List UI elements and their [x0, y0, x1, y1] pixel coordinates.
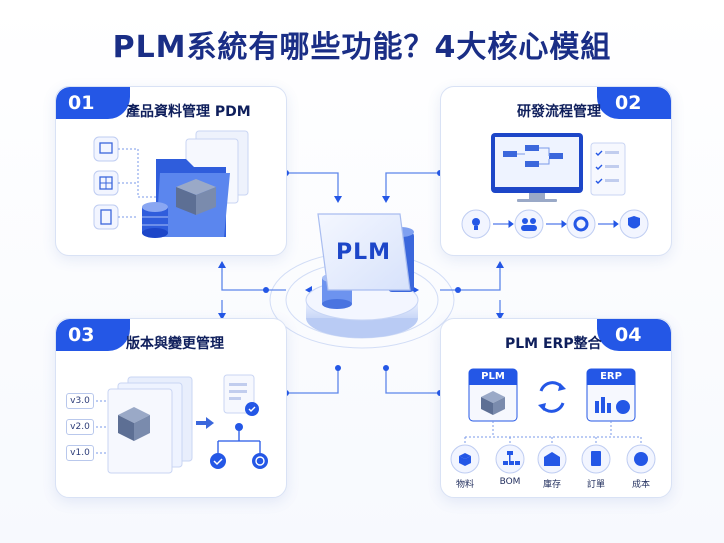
module-number: 01 — [56, 87, 130, 119]
sync-status-icon — [252, 453, 268, 469]
flow-step-icons — [461, 209, 649, 239]
module-title: 版本與變更管理 — [126, 336, 224, 352]
item-label-inventory: 庫存 — [542, 480, 561, 490]
monitor-icon — [491, 133, 583, 202]
plm-panel — [317, 213, 411, 291]
module-card-version-change: 03 版本與變更管理 v3.0 v2.0 v1.0 — [55, 318, 287, 498]
version-tag: v2.0 — [66, 419, 94, 435]
branch-node-icon — [235, 423, 243, 431]
version-stack-icon — [107, 376, 193, 474]
version-illustration — [92, 374, 268, 474]
cost-coin-icon — [616, 400, 630, 414]
integration-illustration — [450, 368, 656, 474]
item-label-bom: BOM — [499, 477, 521, 487]
item-label-orders: 訂單 — [586, 480, 605, 490]
hub-platform — [305, 213, 419, 338]
module-title: 產品資料管理 PDM — [126, 104, 251, 120]
module-card-pdm: 01 產品資料管理 PDM — [55, 86, 287, 256]
rd-illustration — [461, 133, 649, 239]
erp-tag: ERP — [587, 369, 635, 385]
module-card-plm-erp: 04 PLM ERP整合 PLM ERP 物料 BOM — [440, 318, 672, 498]
database-icon — [142, 202, 168, 238]
cube-part-icon — [176, 179, 216, 215]
arrow-right-icon — [196, 417, 214, 429]
module-number: 03 — [56, 319, 130, 351]
version-tag: v1.0 — [66, 445, 94, 461]
warehouse-icon — [544, 452, 560, 466]
plm-tag: PLM — [469, 369, 517, 385]
page-title: PLM系統有哪些功能？4大核心模組 — [112, 30, 612, 65]
pdm-illustration — [93, 130, 249, 238]
document-file-icon — [93, 204, 119, 230]
cost-icon — [634, 452, 648, 466]
version-tag: v3.0 — [66, 393, 94, 409]
order-document-icon — [591, 451, 601, 466]
item-label-material: 物料 — [455, 480, 474, 490]
branch-tree-icon — [217, 429, 261, 453]
module-title: 研發流程管理 — [517, 104, 601, 120]
item-label-cost: 成本 — [631, 480, 650, 490]
module-number: 04 — [597, 319, 671, 351]
change-document-icon — [223, 374, 259, 416]
module-card-rd-process: 02 研發流程管理 — [440, 86, 672, 256]
image-file-icon — [93, 136, 119, 162]
bar-chart-icon — [595, 397, 611, 413]
module-number: 02 — [597, 87, 671, 119]
module-title: PLM ERP整合 — [505, 336, 602, 352]
cube-icon — [481, 391, 505, 415]
table-file-icon — [93, 170, 119, 196]
bom-icon — [503, 451, 520, 465]
checklist-icon — [590, 142, 626, 196]
hub-label: PLM — [336, 240, 392, 265]
approved-check-icon — [210, 453, 226, 469]
